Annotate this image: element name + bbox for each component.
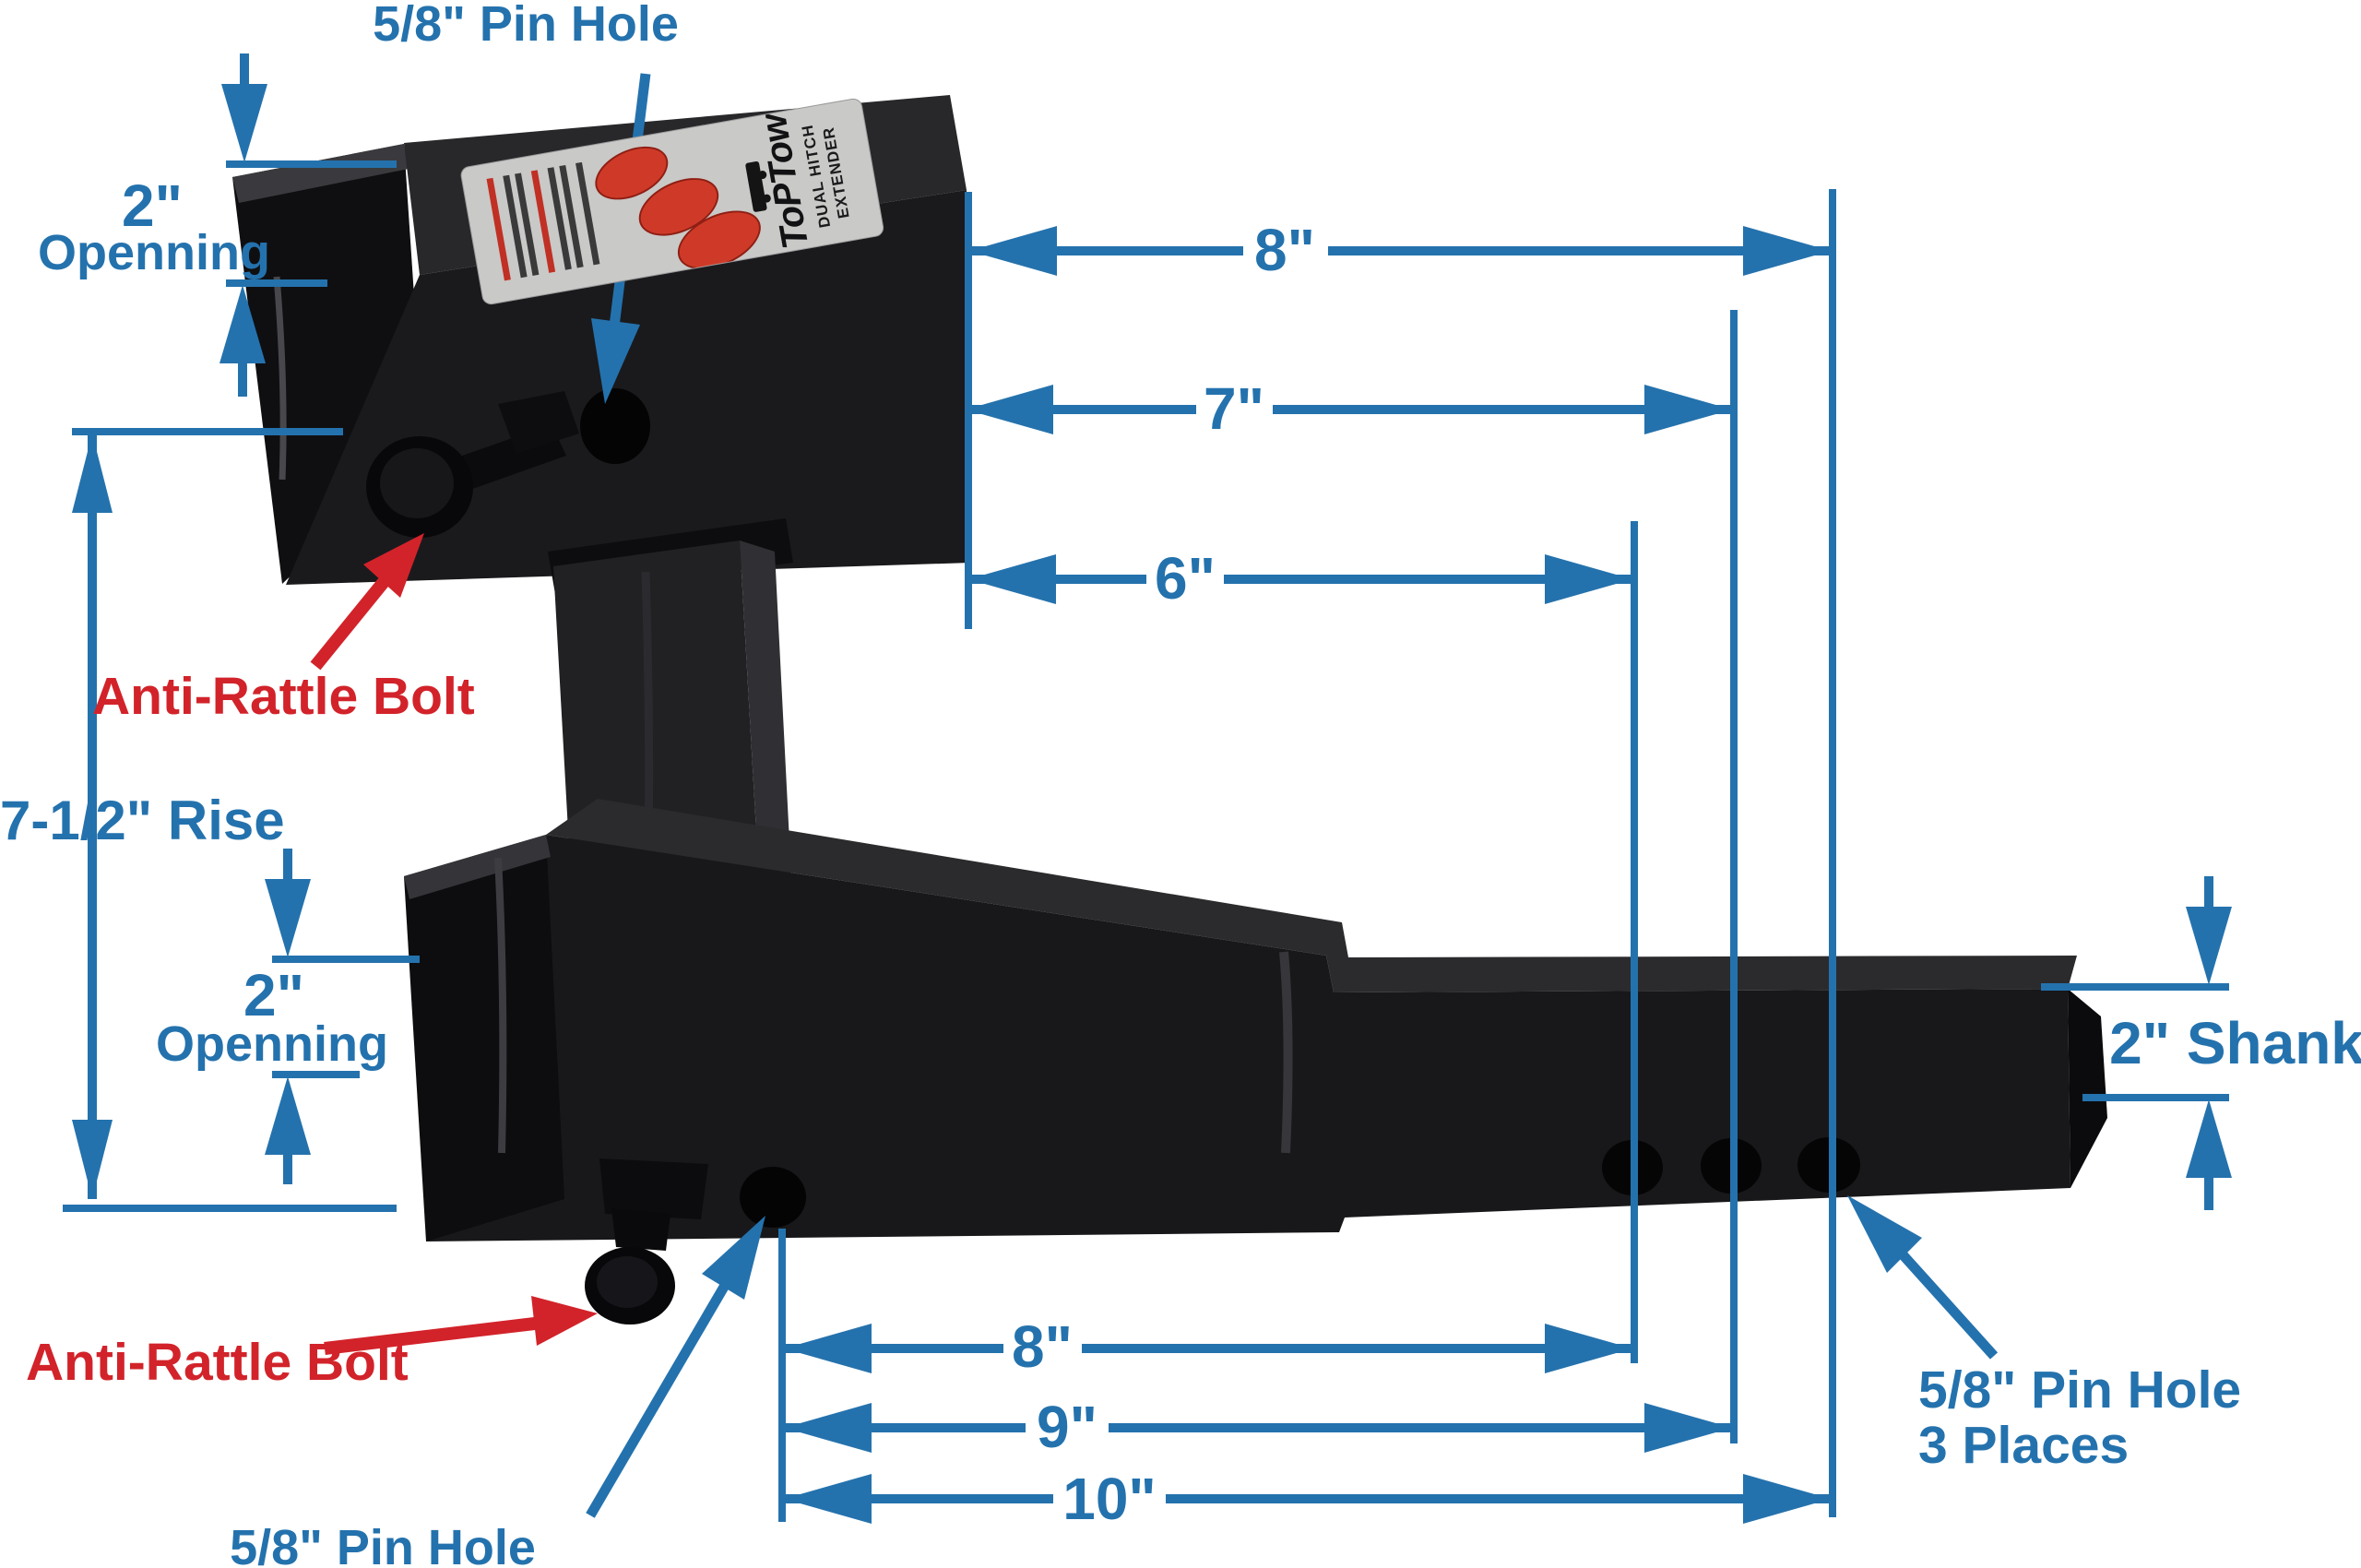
dim-bottom-9: 9" [1037, 1394, 1097, 1460]
pin-hole-3places-line2: 3 Places [1918, 1415, 2130, 1475]
lower-receiver-tube [404, 799, 2107, 1324]
anti-rattle-upper-label: Anti-Rattle Bolt [92, 667, 475, 726]
upper-pin-hole [580, 388, 650, 464]
lower-bolt-shaft [611, 1208, 670, 1251]
dim-top-6: 6" [1155, 545, 1216, 612]
pin-hole-top-arrow [591, 318, 640, 404]
dim-bottom-8: 8" [1012, 1313, 1073, 1380]
upper-receiver-tube [232, 95, 971, 585]
dim-top-7: 7" [1204, 375, 1264, 442]
pin-hole-3places-label: 5/8" Pin Hole 3 Places [1918, 1360, 2242, 1475]
extension-lines [63, 160, 2229, 1522]
shank-label: 2" Shank [2109, 1010, 2361, 1076]
anti-rattle-lower-label: Anti-Rattle Bolt [26, 1333, 409, 1392]
pin-hole-bottom-arrow [702, 1216, 765, 1300]
dim-top-8: 8" [1254, 217, 1315, 283]
opening-bottom-word: Openning [156, 1016, 388, 1072]
lower-pin-hole [740, 1167, 806, 1228]
lower-receiver-opening [404, 835, 564, 1241]
opening-top-word: Openning [38, 225, 270, 280]
brand-block: ToPTow DUAL HITCH EXTENDER [723, 104, 872, 254]
anti-rattle-upper-arrow [363, 533, 424, 598]
rise-label: 7-1/2" Rise [0, 790, 285, 851]
pin-hole-top-label: 5/8" Pin Hole [373, 0, 679, 52]
pin-hole-3places-line1: 5/8" Pin Hole [1918, 1360, 2242, 1420]
arrowheads [72, 84, 2232, 1524]
weld-seam [1279, 951, 1293, 1154]
opening-bottom-value: 2" [243, 962, 304, 1028]
pin-hole-3places-arrow [1847, 1195, 1922, 1273]
anti-rattle-lower-arrow [531, 1296, 598, 1346]
red-callout-arrows [310, 533, 598, 1355]
dim-bottom-10: 10" [1062, 1466, 1157, 1532]
shank-end-face [2068, 989, 2107, 1188]
opening-top-value: 2" [122, 172, 183, 239]
pin-hole-bottom-label: 5/8" Pin Hole [230, 1520, 536, 1568]
